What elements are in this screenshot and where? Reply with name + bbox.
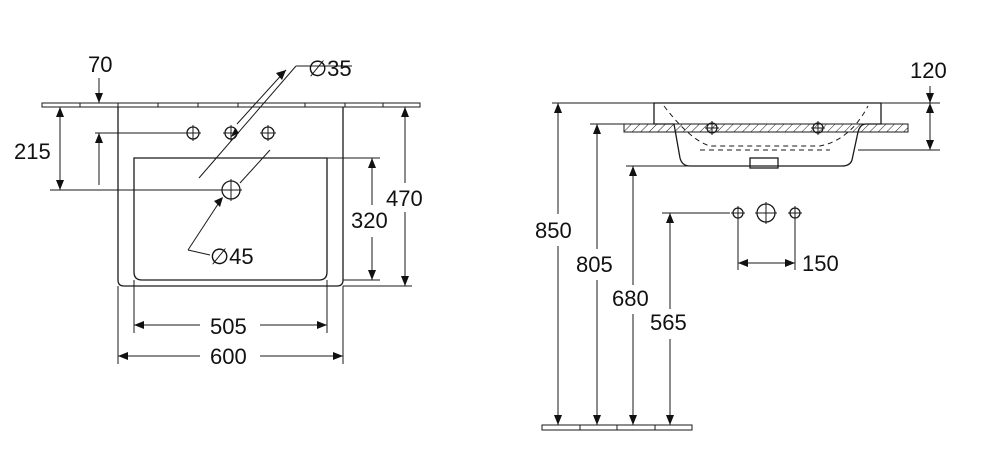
dim-320-label: 320	[351, 208, 388, 233]
side-view: 120 850 805 680	[535, 58, 947, 431]
dim-680: 680	[612, 165, 690, 425]
dim-850-label: 850	[535, 218, 572, 243]
basin-outline	[117, 107, 344, 287]
waste-stub	[749, 157, 779, 169]
dim-600-label: 600	[210, 344, 247, 369]
dim-805: 805	[576, 123, 624, 425]
dim-150: 150	[737, 220, 839, 276]
dim-70-label: 70	[88, 52, 112, 77]
dim-diameter-35: ∅35	[198, 56, 352, 179]
waste-outlet	[220, 179, 242, 201]
waste-connection-front	[731, 202, 802, 224]
floor-strip	[541, 424, 693, 431]
tap-hole-left	[185, 125, 201, 141]
dim-680-label: 680	[612, 286, 649, 311]
dim-diameter-45: ∅45	[187, 149, 271, 269]
dim-805-label: 805	[576, 252, 613, 277]
dim-150-label: 150	[802, 251, 839, 276]
dim-diameter-45-label: ∅45	[210, 244, 254, 269]
dim-470: 470	[343, 107, 423, 287]
dim-120: 120	[858, 58, 947, 151]
dim-diameter-35-label: ∅35	[308, 56, 352, 81]
plan-view: 70 215 ∅35 ∅45	[14, 52, 423, 369]
fixing-hole-left-side	[705, 121, 719, 135]
dim-850: 850	[535, 102, 654, 425]
dim-505: 505	[133, 280, 328, 339]
dim-565-label: 565	[650, 310, 687, 335]
dim-215: 215	[14, 106, 222, 191]
dim-600: 600	[117, 286, 344, 369]
dim-320: 320	[327, 157, 388, 281]
wall-strip	[41, 102, 421, 108]
dim-70: 70	[88, 52, 112, 185]
bowl-outline	[133, 157, 328, 281]
dim-505-label: 505	[210, 314, 247, 339]
basin-profile	[653, 102, 882, 167]
dim-470-label: 470	[386, 186, 423, 211]
countertop	[623, 123, 909, 133]
fixing-hole-right-side	[811, 121, 825, 135]
dim-565: 565	[650, 212, 730, 425]
dim-215-label: 215	[14, 139, 51, 164]
basin-bowl-hidden	[663, 105, 869, 147]
dim-120-label: 120	[910, 58, 947, 83]
tap-hole-right	[260, 125, 276, 141]
